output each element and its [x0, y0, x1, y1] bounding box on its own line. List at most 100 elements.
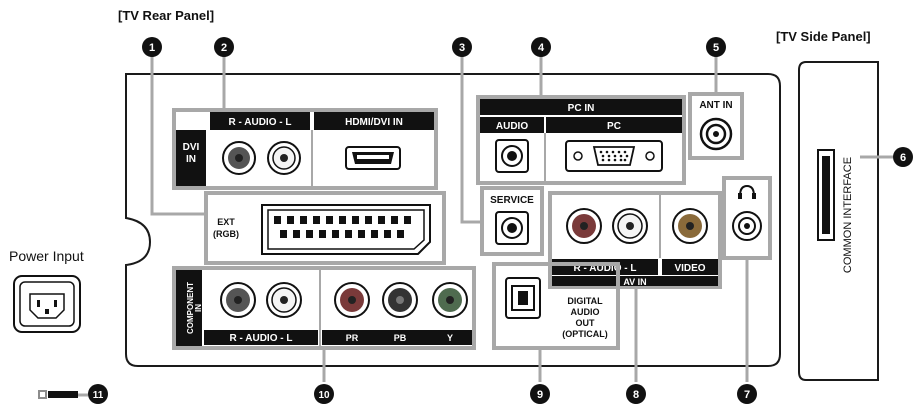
rca-jack-icon[interactable] — [382, 282, 418, 318]
antenna-jack-icon[interactable] — [699, 117, 733, 151]
scart-pin — [339, 216, 346, 224]
pc-in-block: PC IN AUDIO PC — [476, 95, 686, 185]
callout-circle-icon: 9 — [530, 384, 550, 404]
power-input-label: Power Input — [9, 248, 84, 264]
callout-circle-icon: 4 — [531, 37, 551, 57]
service-jack-icon[interactable] — [495, 211, 529, 245]
pc-in-label: PC IN — [568, 103, 595, 114]
callouts: 1 2 3 4 5 6 7 8 — [88, 37, 913, 404]
callout-circle-icon: 3 — [452, 37, 472, 57]
av-in-block: R - AUDIO - L VIDEO AV IN — [548, 191, 722, 289]
callout-number: 10 — [318, 390, 330, 401]
hdmi-port-icon[interactable] — [345, 146, 401, 170]
optical-port-icon[interactable] — [505, 277, 541, 319]
component-in-label: COMPONENT — [186, 282, 195, 334]
scart-pin — [352, 216, 359, 224]
service-block: SERVICE — [480, 186, 544, 256]
component-in-block: COMPONENT IN R - AUDIO - L — [172, 266, 476, 350]
scart-pin — [274, 216, 281, 224]
dvi-in-label: DVI — [183, 142, 200, 153]
scart-pin — [293, 230, 300, 238]
callout-circle-icon: 6 — [893, 147, 913, 167]
pb-label: PB — [394, 333, 407, 343]
rca-jack-icon[interactable] — [220, 282, 256, 318]
callout-circle-icon: 7 — [737, 384, 757, 404]
scart-pin — [306, 230, 313, 238]
ext-rgb-label: EXT — [217, 217, 235, 227]
digital-audio-out-label-1: DIGITAL — [567, 296, 603, 306]
scart-pin — [378, 216, 385, 224]
digital-audio-out-label-3: OUT — [576, 318, 596, 328]
dvi-in-label-2: IN — [186, 154, 196, 165]
callout-number: 2 — [221, 42, 227, 54]
scart-pin — [384, 230, 391, 238]
common-interface-label: COMMON INTERFACE — [842, 157, 854, 273]
headphone-jack-icon[interactable] — [732, 211, 762, 241]
pr-label: PR — [346, 333, 359, 343]
hdmi-dvi-in-label: HDMI/DVI IN — [345, 117, 403, 128]
component-in-label-2: IN — [194, 304, 203, 312]
digital-audio-out-block: DIGITAL AUDIO OUT (OPTICAL) — [492, 262, 620, 350]
callout-circle-icon: 11 — [88, 384, 108, 404]
pc-audio-label: AUDIO — [496, 121, 528, 132]
y-label: Y — [447, 333, 453, 343]
ext-rgb-label-2: (RGB) — [213, 229, 239, 239]
dvi-audio-label: R - AUDIO - L — [229, 117, 292, 128]
component-audio-label: R - AUDIO - L — [230, 333, 293, 344]
scart-pin — [326, 216, 333, 224]
scart-pin — [300, 216, 307, 224]
scart-pin — [358, 230, 365, 238]
scart-pin — [319, 230, 326, 238]
callout-number: 6 — [900, 152, 906, 164]
headphone-icon — [738, 184, 756, 199]
video-label: VIDEO — [674, 263, 705, 274]
ant-in-label: ANT IN — [699, 100, 732, 111]
scart-pin — [280, 230, 287, 238]
scart-pin — [332, 230, 339, 238]
digital-audio-out-label-4: (OPTICAL) — [562, 329, 608, 339]
scart-pin — [397, 230, 404, 238]
scart-pin — [391, 216, 398, 224]
callout-circle-icon: 5 — [706, 37, 726, 57]
leader-lines — [78, 56, 893, 397]
service-label: SERVICE — [490, 195, 534, 206]
av-audio-label: R - AUDIO - L — [574, 263, 637, 274]
scart-pin — [287, 216, 294, 224]
ext-rgb-block: EXT (RGB) — [204, 191, 446, 265]
rca-jack-icon[interactable] — [222, 141, 256, 175]
rca-jack-icon[interactable] — [566, 208, 602, 244]
vga-port-icon[interactable] — [565, 140, 663, 172]
callout-number: 4 — [538, 42, 545, 54]
rca-jack-icon[interactable] — [266, 282, 302, 318]
callout-circle-icon: 1 — [142, 37, 162, 57]
digital-audio-out-label-2: AUDIO — [571, 307, 600, 317]
scart-pin — [345, 230, 352, 238]
callout-number: 8 — [633, 389, 639, 401]
scart-pin — [365, 216, 372, 224]
dvi-hdmi-block: DVI IN R - AUDIO - L HDMI/DVI IN — [172, 108, 438, 190]
callout-number: 3 — [459, 42, 465, 54]
av-in-label: AV IN — [623, 277, 646, 287]
scart-port-icon[interactable] — [261, 204, 431, 255]
callout-number: 11 — [93, 390, 104, 401]
kensington-lock-icon — [38, 390, 78, 399]
scart-pin — [313, 216, 320, 224]
pc-label: PC — [607, 121, 621, 132]
pc-audio-jack-icon[interactable] — [495, 139, 529, 173]
side-panel-header: [TV Side Panel] — [776, 29, 871, 44]
side-panel: COMMON INTERFACE — [798, 61, 879, 381]
rca-jack-icon[interactable] — [334, 282, 370, 318]
rca-jack-icon[interactable] — [612, 208, 648, 244]
rear-panel-header: [TV Rear Panel] — [118, 8, 215, 23]
rca-jack-icon[interactable] — [672, 208, 708, 244]
rear-panel-outline — [125, 73, 781, 367]
callout-circle-icon: 2 — [214, 37, 234, 57]
scart-pin — [404, 216, 411, 224]
callout-circle-icon: 8 — [626, 384, 646, 404]
callout-number: 9 — [537, 389, 543, 401]
rca-jack-icon[interactable] — [267, 141, 301, 175]
callout-circle-icon: 10 — [314, 384, 334, 404]
power-socket-icon[interactable] — [13, 275, 81, 333]
rca-jack-icon[interactable] — [432, 282, 468, 318]
